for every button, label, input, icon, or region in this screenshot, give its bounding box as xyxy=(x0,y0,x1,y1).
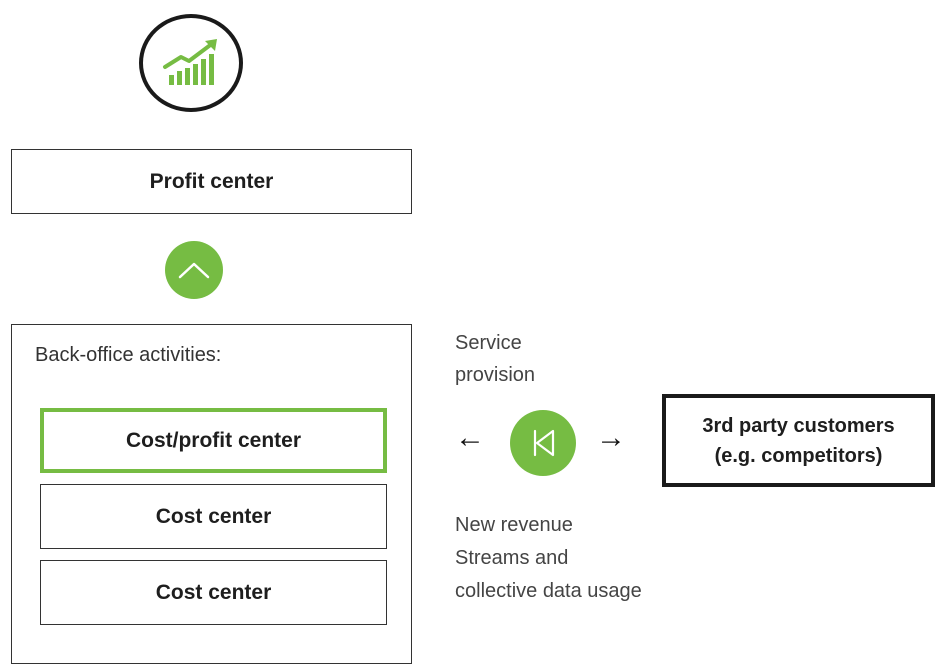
cost-center-box: Cost center xyxy=(40,560,387,625)
back-office-label: Back-office activities: xyxy=(35,344,222,366)
skip-back-icon xyxy=(533,429,555,457)
arrow-right-icon: → xyxy=(596,421,626,454)
profit-center-box: Profit center xyxy=(11,149,412,214)
cost-profit-center-label: Cost/profit center xyxy=(125,428,301,452)
service-line: provision xyxy=(455,364,536,386)
skip-indicator xyxy=(510,410,576,476)
revenue-line: Streams and xyxy=(455,547,569,569)
cost-center-box: Cost center xyxy=(40,484,387,549)
service-line: Service xyxy=(455,332,522,354)
revenue-line: collective data usage xyxy=(455,580,642,602)
revenue-line: New revenue xyxy=(455,514,573,536)
cost-profit-center-box: Cost/profit center xyxy=(40,408,387,473)
up-indicator xyxy=(165,241,223,299)
growth-chart-icon xyxy=(163,39,217,85)
third-party-line: 3rd party customers xyxy=(702,414,895,437)
service-provision-text: Service provision xyxy=(455,327,535,391)
arrow-left-icon: ← xyxy=(455,421,485,454)
cost-center-label: Cost center xyxy=(155,580,272,604)
new-revenue-text: New revenue Streams and collective data … xyxy=(455,509,642,608)
chevron-up-icon xyxy=(178,262,210,279)
third-party-line: (e.g. competitors) xyxy=(714,444,883,467)
cost-center-label: Cost center xyxy=(155,504,272,528)
profit-center-label: Profit center xyxy=(149,169,274,193)
growth-chart-icon-circle xyxy=(139,14,243,112)
third-party-customers-box: 3rd party customers (e.g. competitors) xyxy=(662,394,935,487)
